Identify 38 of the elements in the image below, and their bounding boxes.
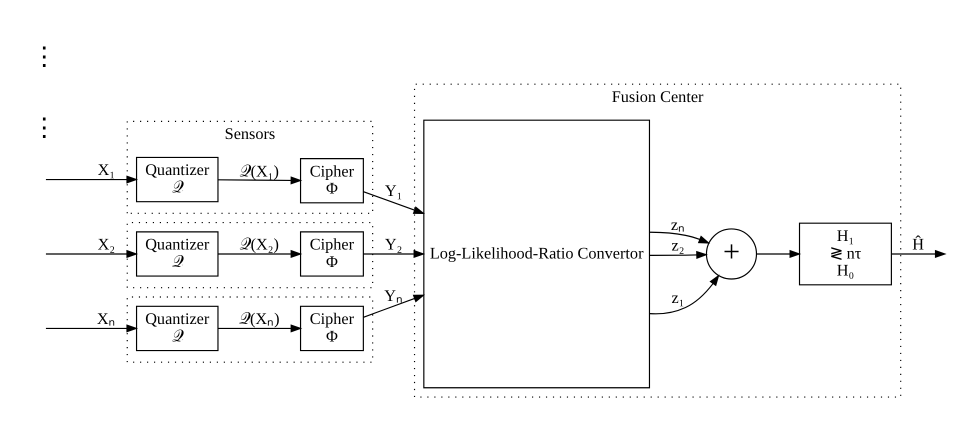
arrow [363,294,426,318]
node-box: Quantizer 𝒬 [136,305,219,351]
edge-label: Yₙ [384,285,403,304]
label: ⋮ [32,112,58,142]
node-box: Cipher Φ [300,305,364,351]
node-box: H₁ ≷ nτ H₀ [798,222,892,285]
node-box: Cipher Φ [300,230,364,276]
node-box: Quantizer 𝒬 [136,156,219,202]
arrow [218,249,302,258]
arrow [363,249,426,258]
label: ⋮ [32,42,58,71]
arrow [218,324,302,332]
node-circle: + [706,228,758,280]
edge-label: Ĥ [912,234,924,254]
arrow [363,190,426,214]
node-box: Log-Likelihood-Ratio Convertor [423,119,650,388]
arrow [650,231,710,244]
edge-label: 𝒬(X₂) [240,234,279,254]
arrow [46,249,138,258]
edge-label: 𝒬(Xₙ) [238,308,280,328]
edge-label: 𝒬(X₁) [240,160,279,180]
edge-label: Y₂ [384,234,402,254]
edge-label: X₁ [98,160,116,179]
edge-label: Y₁ [384,180,402,200]
arrow [756,249,802,258]
edge-label: X₂ [98,234,116,254]
arrow [46,324,138,332]
edge-label: z₁ [672,288,684,307]
arrow [650,274,720,314]
arrow [650,250,708,259]
arrow [892,249,947,258]
edge-label: zₙ [670,214,686,234]
arrow [218,176,302,184]
edge-label: z₂ [672,235,684,254]
node-box: Quantizer 𝒬 [136,230,219,276]
node-box: Cipher Φ [300,158,364,203]
edge-label: Xₙ [96,308,116,328]
arrow [46,174,138,184]
